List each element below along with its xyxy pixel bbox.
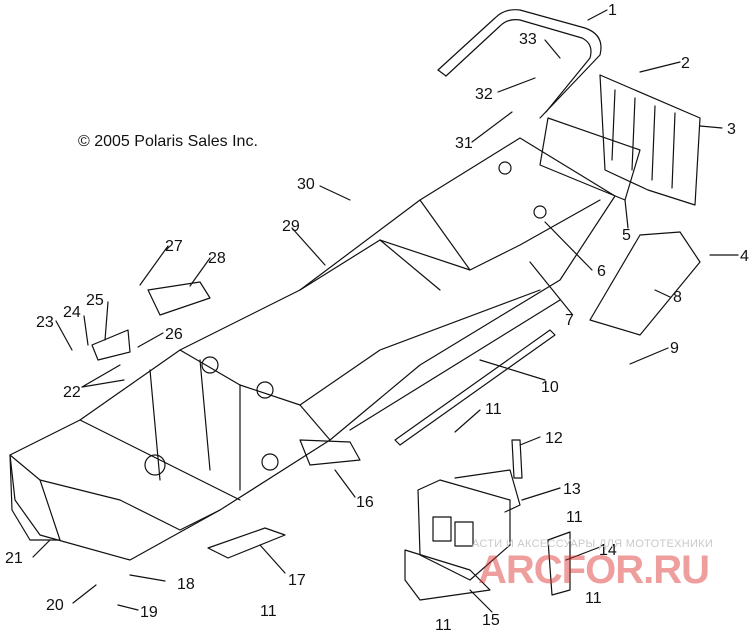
callout-28: 28	[208, 250, 226, 267]
callout-23: 23	[36, 314, 54, 331]
callout-26: 26	[165, 326, 183, 343]
callout-2: 2	[681, 55, 690, 72]
callout-11b: 11	[566, 509, 583, 526]
copyright-text: © 2005 Polaris Sales Inc.	[78, 133, 258, 150]
part-front-bumper	[9, 454, 61, 541]
callout-25: 25	[86, 292, 104, 309]
part-bracket-assembly	[404, 469, 521, 601]
part-chassis	[9, 137, 616, 561]
callout-13: 13	[563, 481, 581, 498]
callout-8: 8	[673, 289, 682, 306]
callout-14: 14	[599, 542, 617, 559]
callout-24: 24	[63, 304, 81, 321]
callout-4: 4	[740, 248, 749, 265]
callout-18: 18	[177, 576, 195, 593]
callout-16: 16	[356, 494, 374, 511]
callout-17: 17	[288, 572, 306, 589]
callout-27: 27	[165, 238, 183, 255]
part-bracket-25	[91, 329, 131, 361]
part-bracket-28	[147, 281, 211, 316]
callout-33: 33	[519, 31, 537, 48]
callout-22: 22	[63, 384, 81, 401]
callout-19: 19	[140, 604, 158, 621]
callout-9: 9	[670, 340, 679, 357]
watermark-text: АСТИ И АКСЕССУАРЫ ДЛЯ МОТОТЕХНИКИ	[472, 538, 714, 550]
callout-11d: 11	[435, 617, 452, 634]
leader-lines	[32, 9, 739, 613]
part-running-board	[589, 231, 701, 336]
callout-7: 7	[565, 312, 574, 329]
part-mount	[299, 439, 361, 466]
callout-3: 3	[727, 121, 736, 138]
callout-29: 29	[282, 218, 300, 235]
callout-30: 30	[297, 176, 315, 193]
callout-6: 6	[597, 263, 606, 280]
callout-20: 20	[46, 597, 64, 614]
callout-31: 31	[455, 135, 473, 152]
watermark-brand: ARCFOR.RU	[478, 548, 710, 592]
part-grab-bar	[437, 9, 602, 119]
part-strap	[511, 439, 523, 479]
part-skid-plate	[207, 527, 286, 559]
callout-5: 5	[622, 227, 631, 244]
callouts: 1 2 3 4 5 6 7 8 9 10 11 11 11 11 11 12 1…	[5, 2, 749, 634]
callout-1: 1	[608, 2, 617, 19]
part-rear-flap	[599, 74, 701, 206]
callout-10: 10	[541, 379, 559, 396]
callout-15: 15	[482, 612, 500, 629]
callout-21: 21	[5, 550, 23, 567]
callout-11c: 11	[585, 590, 602, 607]
callout-11a: 11	[485, 401, 502, 418]
callout-12: 12	[545, 430, 563, 447]
part-rail	[394, 329, 556, 446]
part-side-plate	[547, 531, 571, 596]
callout-32: 32	[475, 86, 493, 103]
callout-11e: 11	[260, 603, 277, 620]
